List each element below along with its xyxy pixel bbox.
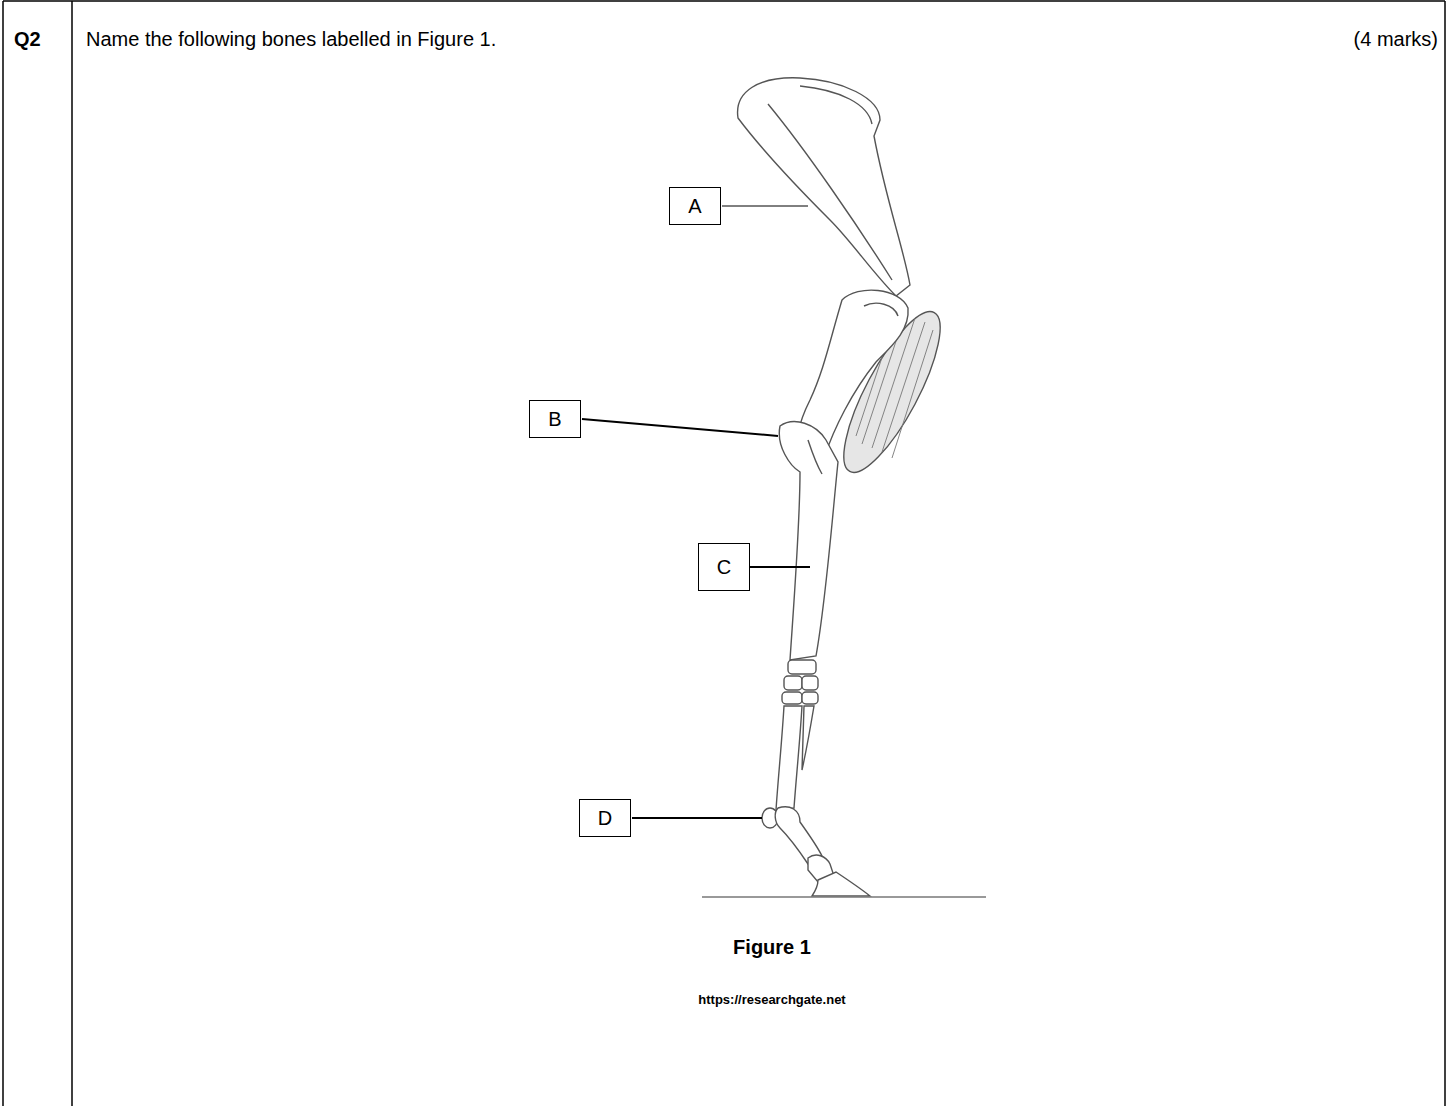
- carpal-bone: [782, 692, 802, 704]
- ulna-line: [808, 440, 822, 474]
- label-letter: A: [688, 195, 701, 218]
- leader-line: [750, 566, 810, 568]
- source-url: https://researchgate.net: [698, 992, 845, 1007]
- scapula-cartilage: [800, 86, 872, 124]
- cannon-bone: [776, 706, 802, 810]
- table-border: [1444, 1, 1446, 1106]
- label-box: D: [579, 799, 631, 837]
- humeral-head: [864, 303, 898, 316]
- leader-line: [722, 206, 808, 207]
- table-border: [71, 1, 73, 1106]
- leader-line: [582, 419, 778, 436]
- label-letter: B: [548, 408, 561, 431]
- question-number: Q2: [14, 28, 41, 51]
- radius: [779, 422, 838, 660]
- label-box: B: [529, 400, 581, 438]
- table-border: [2, 1, 4, 1106]
- carpal-bone: [802, 676, 818, 690]
- label-box: A: [669, 187, 721, 225]
- question-text: Name the following bones labelled in Fig…: [86, 28, 496, 51]
- leader-line: [632, 817, 762, 819]
- table-border: [3, 0, 1445, 2]
- label-letter: C: [717, 556, 731, 579]
- ground-line: [702, 896, 986, 898]
- carpal-bone: [784, 676, 802, 690]
- scapula-spine: [768, 104, 892, 280]
- carpal-bone: [802, 692, 818, 704]
- label-letter: D: [598, 807, 612, 830]
- figure-caption: Figure 1: [733, 936, 811, 959]
- coffin-bone: [812, 872, 870, 896]
- carpal-bone: [788, 660, 816, 674]
- marks: (4 marks): [1354, 28, 1438, 51]
- label-box: C: [698, 543, 750, 591]
- scapula: [738, 78, 910, 296]
- splint-bone: [802, 706, 814, 770]
